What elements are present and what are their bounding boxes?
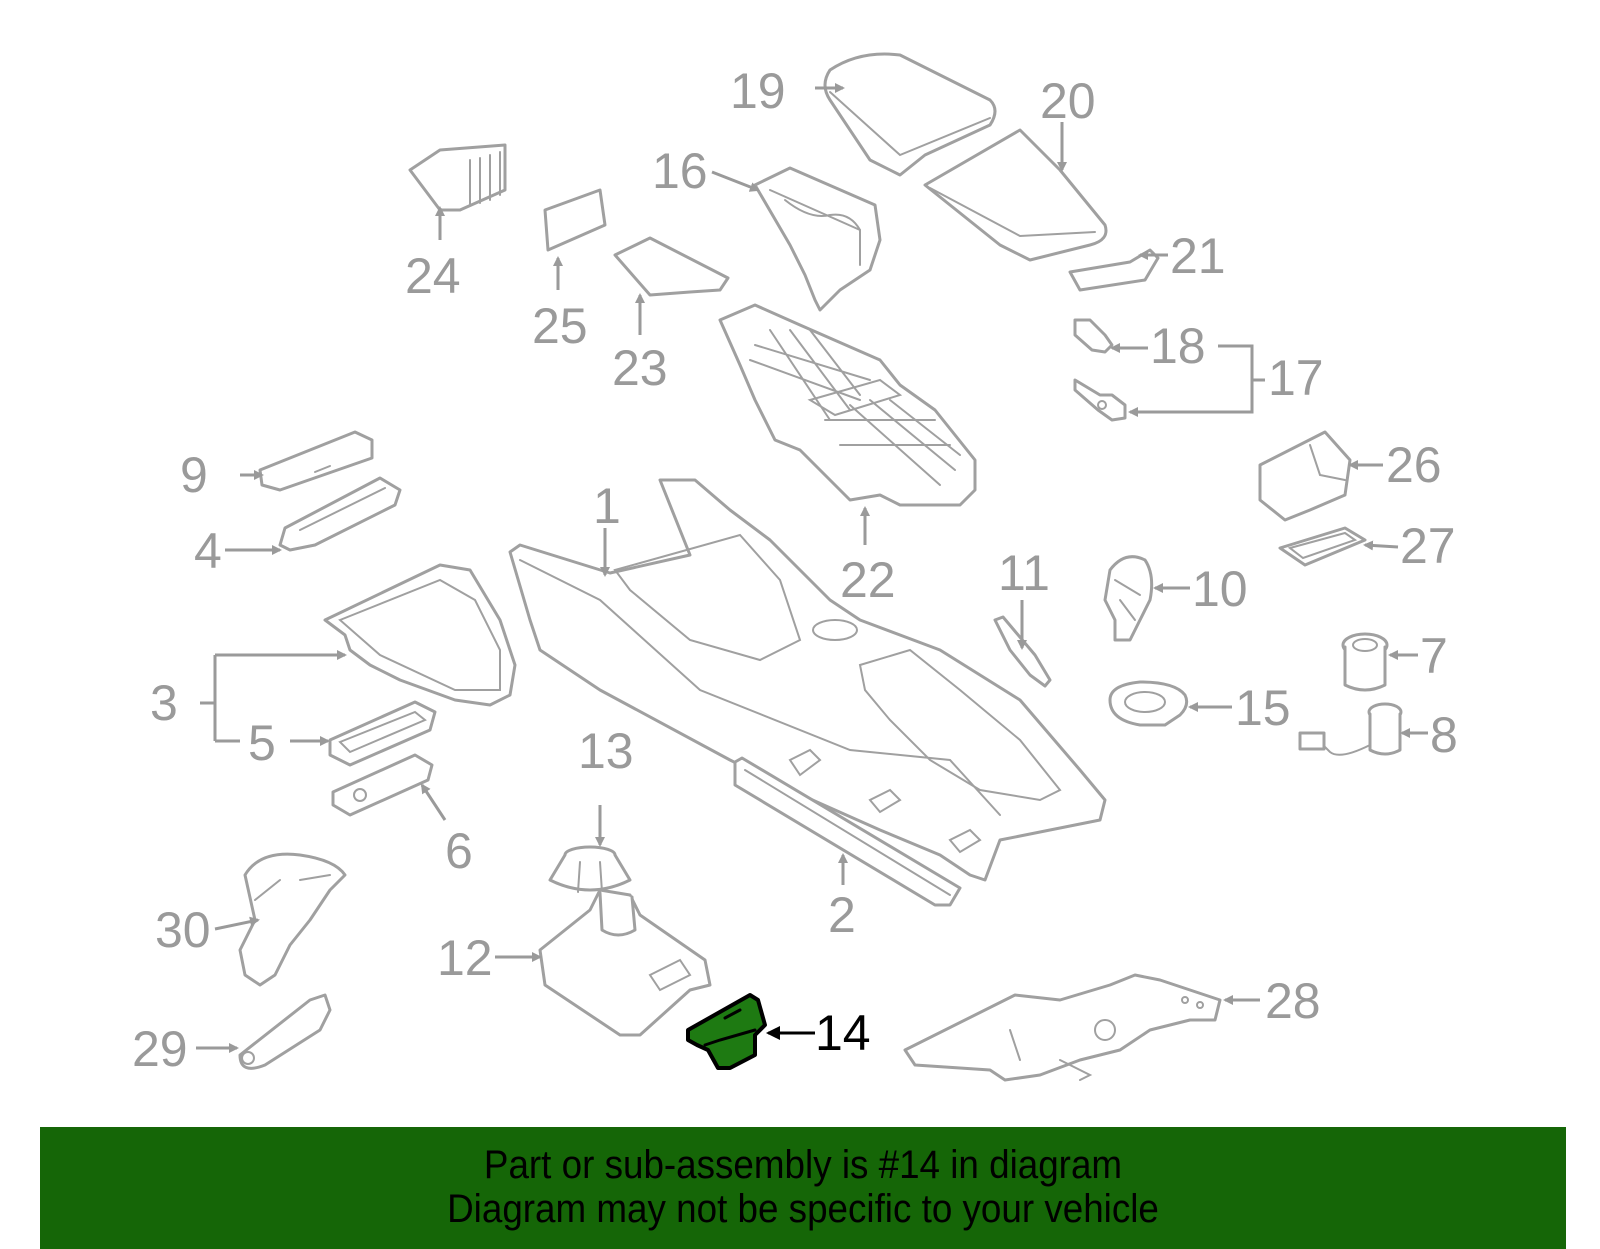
info-banner: Part or sub-assembly is #14 in diagram D… bbox=[40, 1127, 1566, 1249]
callout-16[interactable]: 16 bbox=[652, 143, 708, 199]
part-18-lock-cylinder[interactable] bbox=[1073, 318, 1114, 354]
callout-28[interactable]: 28 bbox=[1265, 973, 1321, 1029]
part-7-power-socket[interactable] bbox=[1341, 632, 1389, 692]
callout-14[interactable]: 14 bbox=[815, 1005, 871, 1061]
callout-11[interactable]: 11 bbox=[998, 545, 1050, 601]
callout-5[interactable]: 5 bbox=[248, 715, 276, 771]
callout-20[interactable]: 20 bbox=[1040, 73, 1096, 129]
parts-diagram: 19 20 21 16 24 25 23 22 18 17 26 27 9 4 … bbox=[132, 52, 1458, 1082]
part-13-knob[interactable] bbox=[548, 845, 632, 893]
part-12-controller[interactable] bbox=[538, 888, 712, 1037]
callout-17[interactable]: 17 bbox=[1268, 350, 1324, 406]
callout-15[interactable]: 15 bbox=[1235, 680, 1291, 736]
part-20-armrest-cover[interactable] bbox=[923, 128, 1108, 262]
part-30-lever-boot[interactable] bbox=[238, 852, 347, 987]
callout-30[interactable]: 30 bbox=[155, 902, 211, 958]
part-28-parking-brake[interactable] bbox=[903, 973, 1222, 1082]
callout-19[interactable]: 19 bbox=[730, 63, 786, 119]
part-29-handle[interactable] bbox=[238, 993, 332, 1070]
part-14-highlighted-switch[interactable] bbox=[686, 993, 767, 1070]
part-3-trim-bezel[interactable] bbox=[323, 563, 517, 707]
callout-1[interactable]: 1 bbox=[593, 478, 621, 534]
callout-22[interactable]: 22 bbox=[840, 552, 896, 608]
part-21-trim-strip[interactable] bbox=[1068, 248, 1160, 292]
part-8-socket-harness[interactable] bbox=[1298, 702, 1403, 756]
part-23-cover-panel[interactable] bbox=[613, 236, 730, 297]
part-15-trim-ring[interactable] bbox=[1108, 680, 1189, 727]
part-17-key[interactable] bbox=[1073, 378, 1127, 422]
part-2-trim-strip[interactable] bbox=[733, 756, 962, 907]
part-25-small-panel[interactable] bbox=[543, 188, 607, 252]
banner-disclaimer: Diagram may not be specific to your vehi… bbox=[447, 1187, 1159, 1231]
callouts: 19 20 21 16 24 25 23 22 18 17 26 27 9 4 … bbox=[132, 63, 1458, 1077]
callout-4[interactable]: 4 bbox=[194, 523, 222, 579]
part-16-storage-bin[interactable] bbox=[753, 166, 882, 312]
callout-23[interactable]: 23 bbox=[612, 340, 668, 396]
callout-13[interactable]: 13 bbox=[578, 723, 634, 779]
callout-9[interactable]: 9 bbox=[180, 447, 208, 503]
part-9-cover-panel[interactable] bbox=[258, 430, 374, 492]
callout-18[interactable]: 18 bbox=[1150, 318, 1206, 374]
callout-3[interactable]: 3 bbox=[150, 675, 178, 731]
callout-25[interactable]: 25 bbox=[532, 298, 588, 354]
callout-2[interactable]: 2 bbox=[828, 887, 856, 943]
part-26-bracket-box[interactable] bbox=[1258, 430, 1352, 522]
callout-26[interactable]: 26 bbox=[1386, 437, 1442, 493]
part-24-vent-grille[interactable] bbox=[408, 143, 507, 212]
part-6-tray[interactable] bbox=[331, 753, 434, 817]
callout-7[interactable]: 7 bbox=[1420, 628, 1448, 684]
leader-lines bbox=[196, 83, 1428, 1053]
part-5-tray[interactable] bbox=[328, 700, 437, 767]
banner-part-note: Part or sub-assembly is #14 in diagram bbox=[483, 1143, 1123, 1187]
callout-8[interactable]: 8 bbox=[1430, 707, 1458, 763]
callout-10[interactable]: 10 bbox=[1192, 561, 1248, 617]
part-22-console-upper[interactable] bbox=[718, 303, 977, 507]
part-27-mat[interactable] bbox=[1278, 526, 1367, 567]
callout-21[interactable]: 21 bbox=[1170, 228, 1226, 284]
callout-24[interactable]: 24 bbox=[405, 248, 461, 304]
part-4-switch-panel[interactable] bbox=[278, 476, 402, 552]
part-19-armrest-lid[interactable] bbox=[823, 52, 997, 177]
part-10-shift-boot[interactable] bbox=[1103, 555, 1154, 642]
callout-27[interactable]: 27 bbox=[1400, 518, 1456, 574]
callout-12[interactable]: 12 bbox=[437, 930, 493, 986]
callout-29[interactable]: 29 bbox=[132, 1021, 188, 1077]
part-11-bracket[interactable] bbox=[993, 615, 1052, 688]
callout-6[interactable]: 6 bbox=[445, 823, 473, 879]
